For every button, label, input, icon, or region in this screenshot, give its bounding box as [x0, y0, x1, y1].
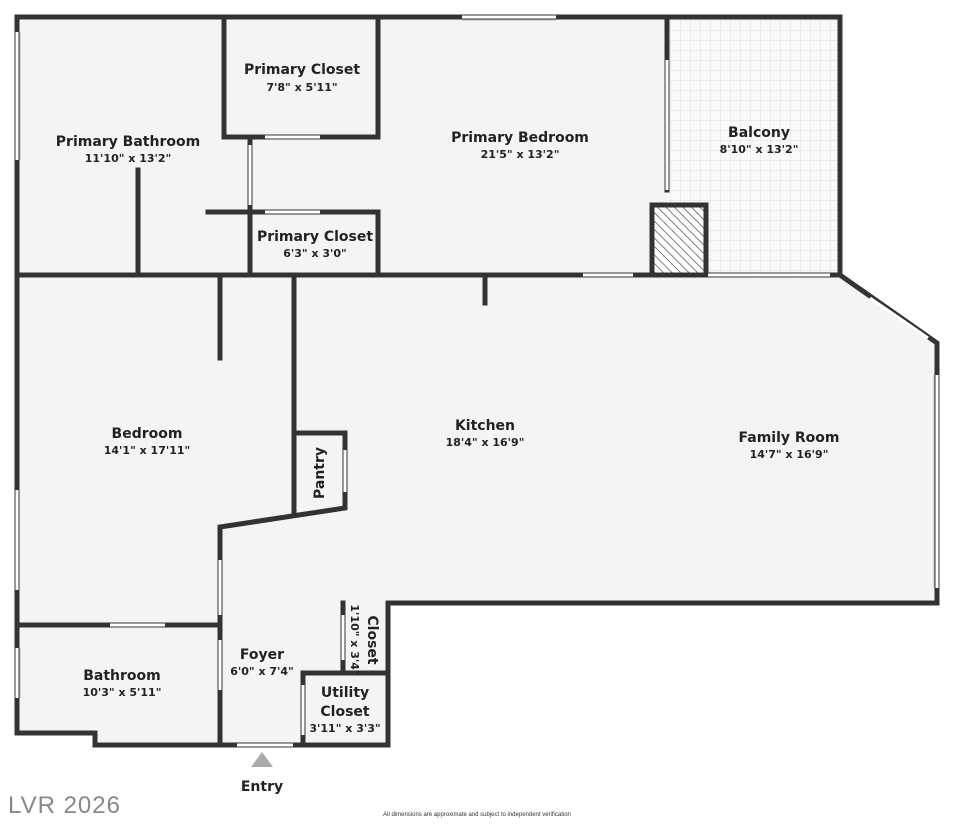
- room-name: Kitchen: [455, 418, 515, 434]
- room-name: Primary Closet: [257, 229, 373, 245]
- room-name: Pantry: [312, 447, 328, 499]
- room-dims: 18'4" x 16'9": [446, 436, 525, 449]
- room-name: Utility: [321, 685, 369, 701]
- room-dims: 3'11" x 3'3": [309, 722, 380, 735]
- windows-and-doors: [15, 15, 939, 747]
- entry-label: Entry: [241, 779, 283, 795]
- room-name: Primary Bedroom: [451, 130, 589, 146]
- room-dims: 14'7" x 16'9": [750, 448, 829, 461]
- room-name: Foyer: [240, 647, 284, 663]
- room-labels: Primary Closet 7'8" x 5'11" Primary Bath…: [56, 62, 840, 795]
- room-dims: 7'8" x 5'11": [266, 81, 337, 94]
- room-dims: 21'5" x 13'2": [481, 148, 560, 161]
- room-name: Bedroom: [112, 426, 183, 442]
- room-dims: 6'3" x 3'0": [283, 247, 347, 260]
- room-name: Primary Closet: [244, 62, 360, 78]
- room-name: Family Room: [739, 430, 840, 446]
- room-dims: 14'1" x 17'11": [104, 444, 191, 457]
- fireplace-hatch: [649, 202, 709, 278]
- entry-arrow-icon: [251, 752, 273, 767]
- room-name: Bathroom: [83, 668, 161, 684]
- room-dims: 1'10" x 3'4": [348, 604, 361, 675]
- room-dims: 8'10" x 13'2": [720, 143, 799, 156]
- room-name: Balcony: [728, 125, 790, 141]
- disclaimer: All dimensions are approximate and subje…: [383, 812, 571, 818]
- room-dims: 10'3" x 5'11": [83, 686, 162, 699]
- room-name: Closet: [320, 704, 370, 720]
- watermark: LVR 2026: [8, 792, 121, 819]
- room-dims: 6'0" x 7'4": [230, 665, 294, 678]
- room-name: Primary Bathroom: [56, 134, 200, 150]
- room-dims: 11'10" x 13'2": [85, 152, 172, 165]
- room-name: Closet: [364, 615, 380, 665]
